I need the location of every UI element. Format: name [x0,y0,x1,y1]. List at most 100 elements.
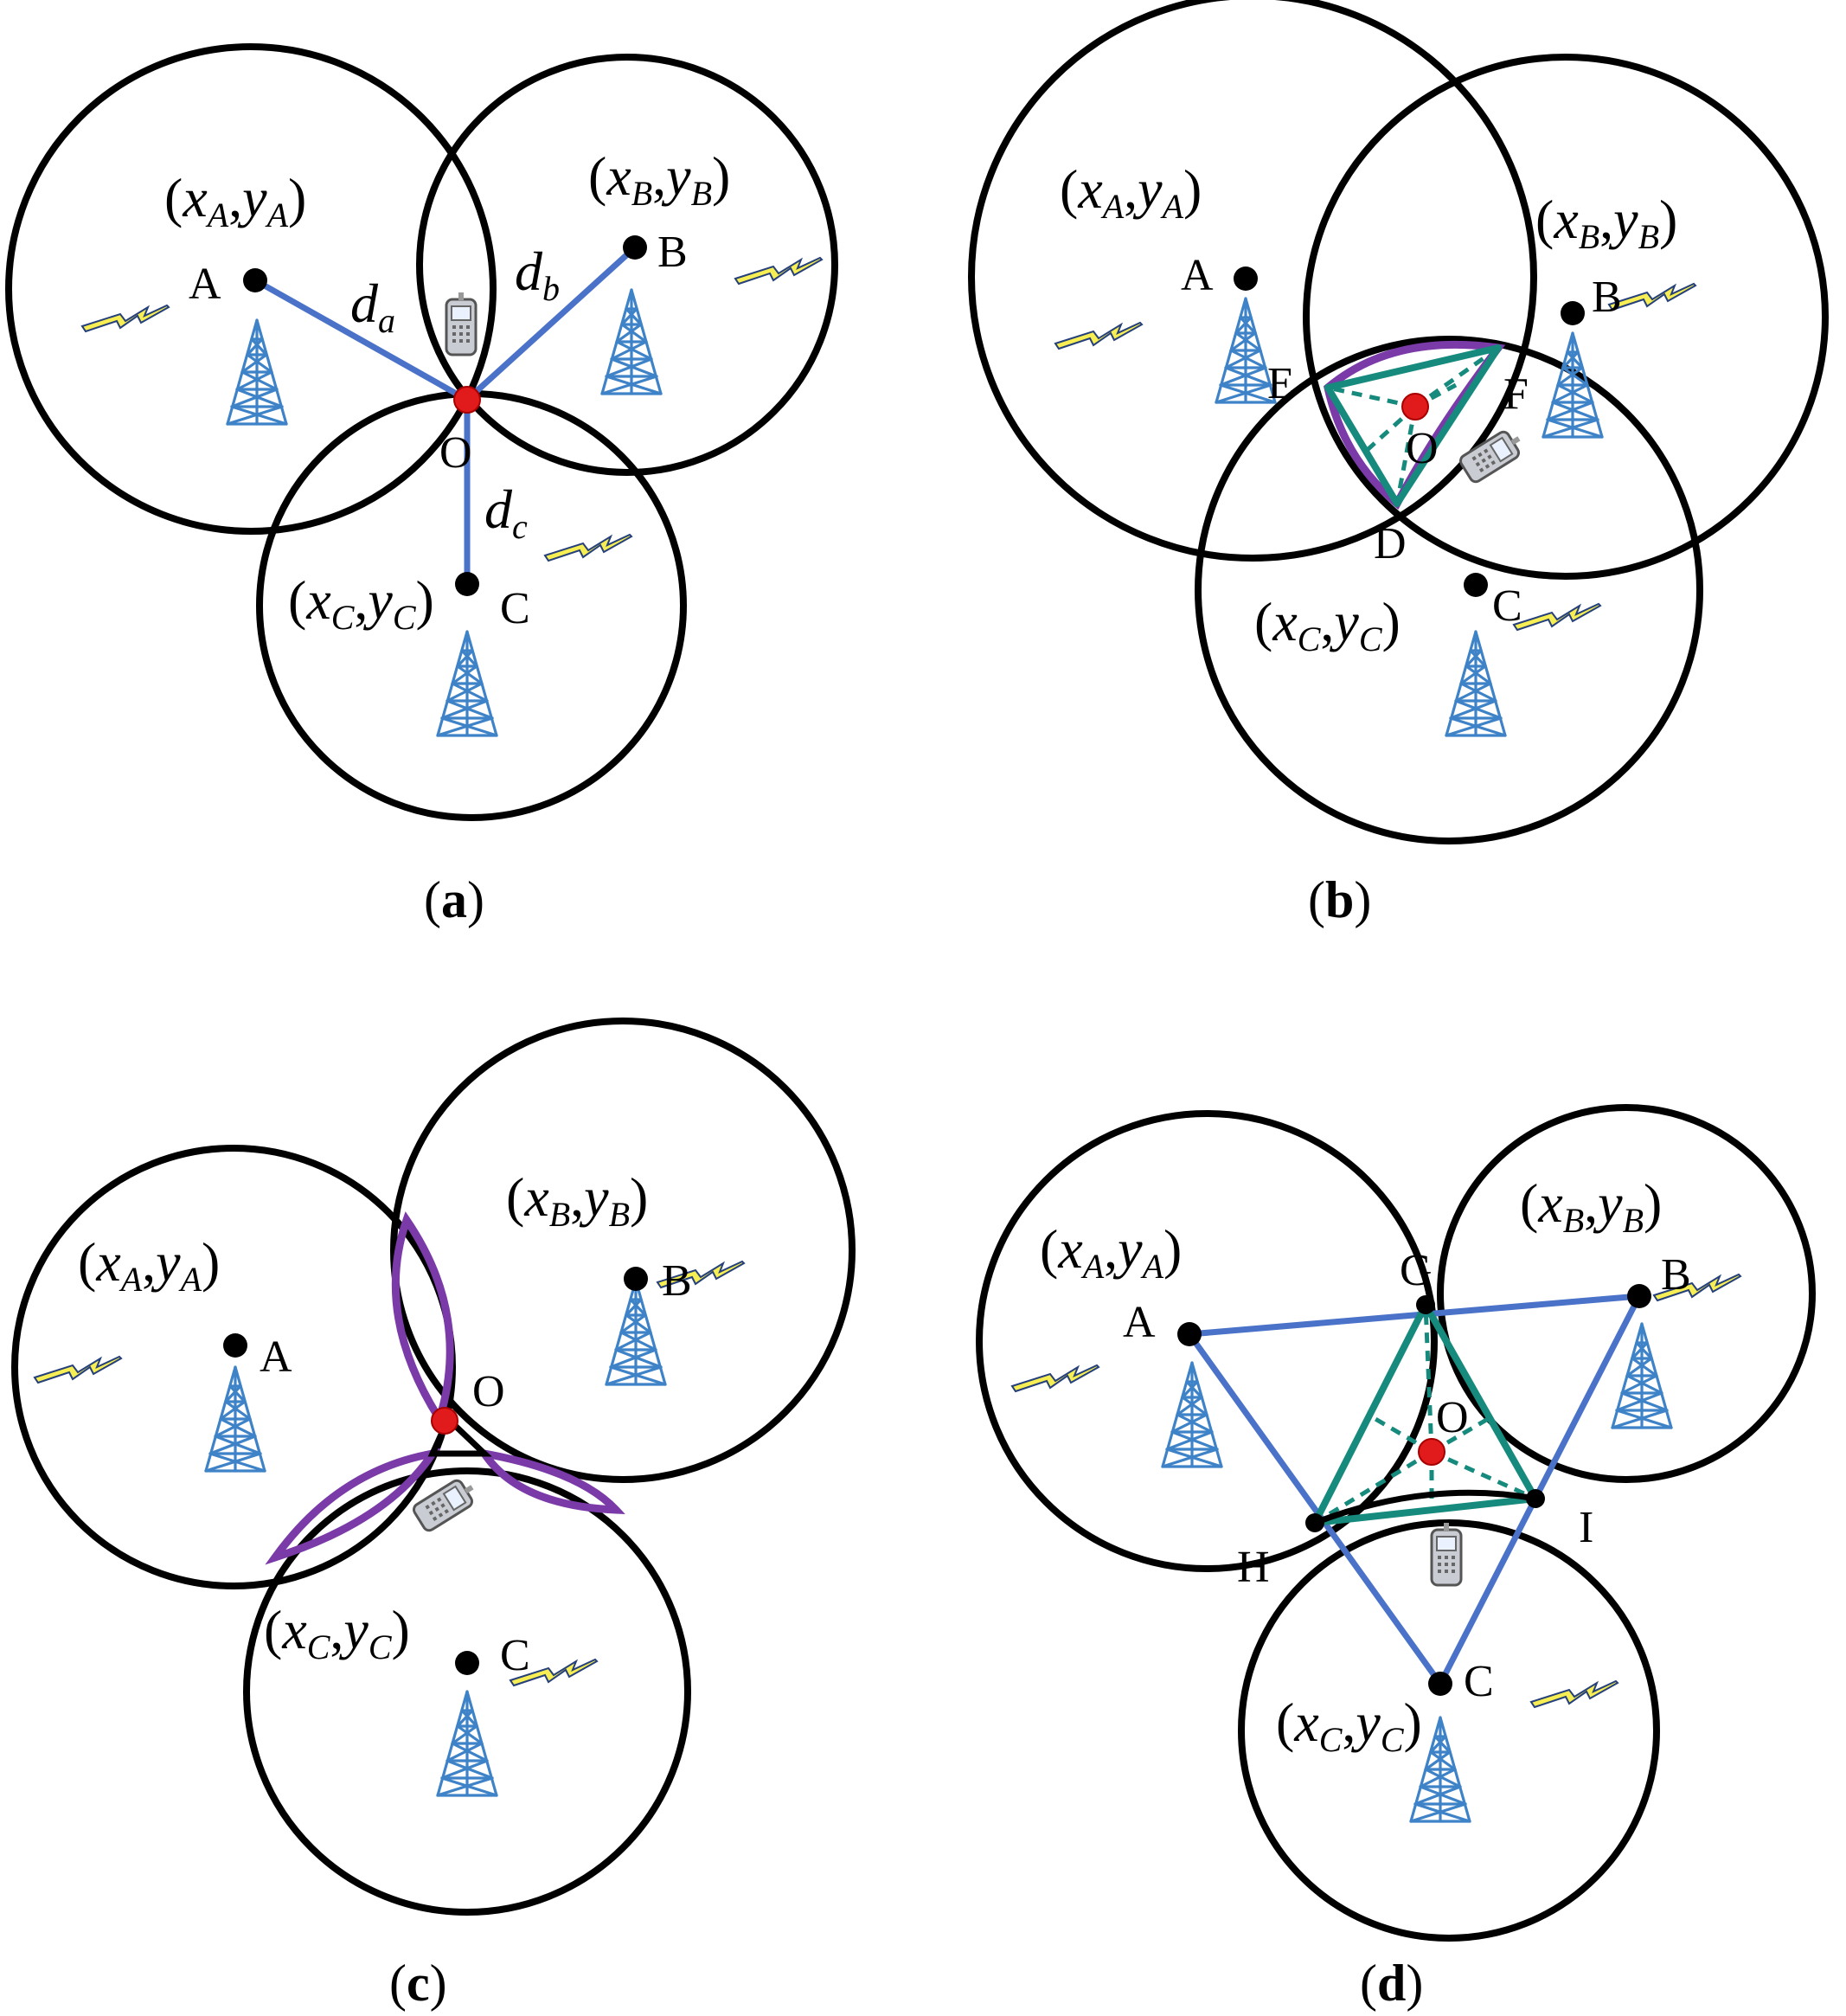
signal-bolt-icon [34,1356,122,1384]
distance-label: db [515,241,560,308]
panel-a: A B C O da db dc (xA,yA) (xB,yB) (xC,yC)… [5,43,838,928]
dashed-link [1394,406,1418,504]
coordinate-label: (xA,yA) [164,167,306,234]
estimate-triangle [1311,1301,1539,1526]
range-circle-c [1195,336,1703,844]
coordinate-label: (xC,yC) [1276,1692,1422,1759]
station-point [223,1333,247,1358]
point-label: O [1406,424,1439,473]
panel-caption: (b) [1308,871,1371,928]
mobile-phone-icon [445,291,478,356]
dashed-link [1423,1304,1434,1453]
signal-bolt-icon [1530,1680,1618,1708]
range-circle-b [1437,1104,1816,1483]
coordinate-label: (xC,yC) [288,569,434,637]
distance-label: dc [484,478,528,546]
estimated-position-point [431,1407,458,1435]
point-label: H [1237,1543,1270,1592]
range-circle-b [1303,54,1829,580]
dashed-link [1361,405,1417,456]
station-point [623,235,647,260]
station-point [1428,1672,1452,1696]
mobile-phone-icon [1430,1521,1463,1587]
coordinate-label: (xB,yB) [506,1166,648,1234]
station-point [1177,1322,1202,1346]
station-point [455,1651,479,1675]
panel-caption: (c) [389,1955,447,2012]
range-circle-a [976,1110,1438,1572]
point-label: O [472,1367,505,1416]
overlap-lens-bc [476,1448,625,1514]
cell-tower-icon [436,1690,498,1797]
station-point [1464,573,1488,597]
coordinate-label: (xA,yA) [78,1231,220,1299]
station-label: C [500,584,530,633]
panel-caption: (d) [1360,1955,1423,2012]
cell-tower-icon [204,1365,266,1473]
estimated-position-point [1418,1438,1445,1466]
signal-bolt-icon [1513,603,1601,631]
coordinate-label: (xB,yB) [588,145,730,213]
signal-bolt-icon [734,257,823,285]
panel-c: A B C O (xA,yA) (xB,yB) (xC,yC) (c) [11,1018,856,2012]
cell-tower-icon [1215,297,1277,404]
range-circle-c [243,1467,691,1916]
distance-line-b [464,244,638,403]
signal-bolt-icon [1054,322,1143,350]
panel-d: A B C O G H I (xA,yA) (xB,yB) (xC,yC) (d… [976,1104,1816,2012]
station-label: C [1464,1657,1494,1706]
station-label: C [1492,581,1522,631]
coordinate-label: (xA,yA) [1060,158,1202,226]
cell-tower-icon [436,630,498,737]
signal-bolt-icon [1011,1364,1099,1392]
station-point [455,572,479,596]
estimated-position-point [1401,393,1429,421]
panel-b: A B C O D E F (xA,yA) (xB,yB) (xC,yC) (b… [968,0,1829,928]
station-point [1627,1284,1651,1308]
estimate-triangle [1324,344,1502,507]
station-label: A [260,1332,292,1382]
station-label: A [189,260,221,309]
dashed-link [1327,385,1416,409]
cell-tower-icon [600,288,663,395]
distance-label: da [350,273,395,340]
station-label: B [1592,273,1622,322]
point-label: E [1267,359,1295,408]
station-point [1561,301,1585,325]
station-point [624,1267,648,1291]
point-label: F [1503,369,1529,419]
station-label: A [1181,251,1214,300]
coordinate-label: (xC,yC) [1254,591,1401,658]
intersection-region-outline [1324,340,1506,510]
coordinate-label: (xB,yB) [1535,189,1677,256]
intersection-point [1526,1489,1545,1508]
station-triangle [1186,1293,1643,1687]
mobile-phone-icon [1457,424,1529,485]
intersection-point [1305,1513,1324,1532]
range-circle-b [390,1018,856,1483]
intersection-point [1416,1295,1435,1314]
station-label: B [662,1256,692,1306]
coordinate-label: (xA,yA) [1040,1218,1182,1286]
range-circle-b [416,54,838,476]
point-label: O [1436,1393,1469,1442]
point-label: O [439,428,472,478]
range-circle-a [968,0,1537,562]
signal-bolt-icon [1608,283,1696,311]
point-label: I [1579,1503,1593,1552]
range-circle-a [5,43,497,535]
station-label: A [1123,1298,1156,1347]
station-point [1234,266,1258,291]
signal-bolt-icon [81,305,170,332]
cell-tower-icon [605,1279,667,1386]
estimated-position-point [453,386,481,414]
dashed-link [1313,1449,1433,1525]
gap-triangle [427,1414,492,1457]
station-label: B [1661,1250,1691,1300]
coordinate-label: (xB,yB) [1520,1172,1662,1240]
signal-bolt-icon [544,534,632,562]
station-label: C [500,1631,530,1680]
dashed-link [1430,1449,1537,1501]
inner-arc [1313,1489,1536,1526]
